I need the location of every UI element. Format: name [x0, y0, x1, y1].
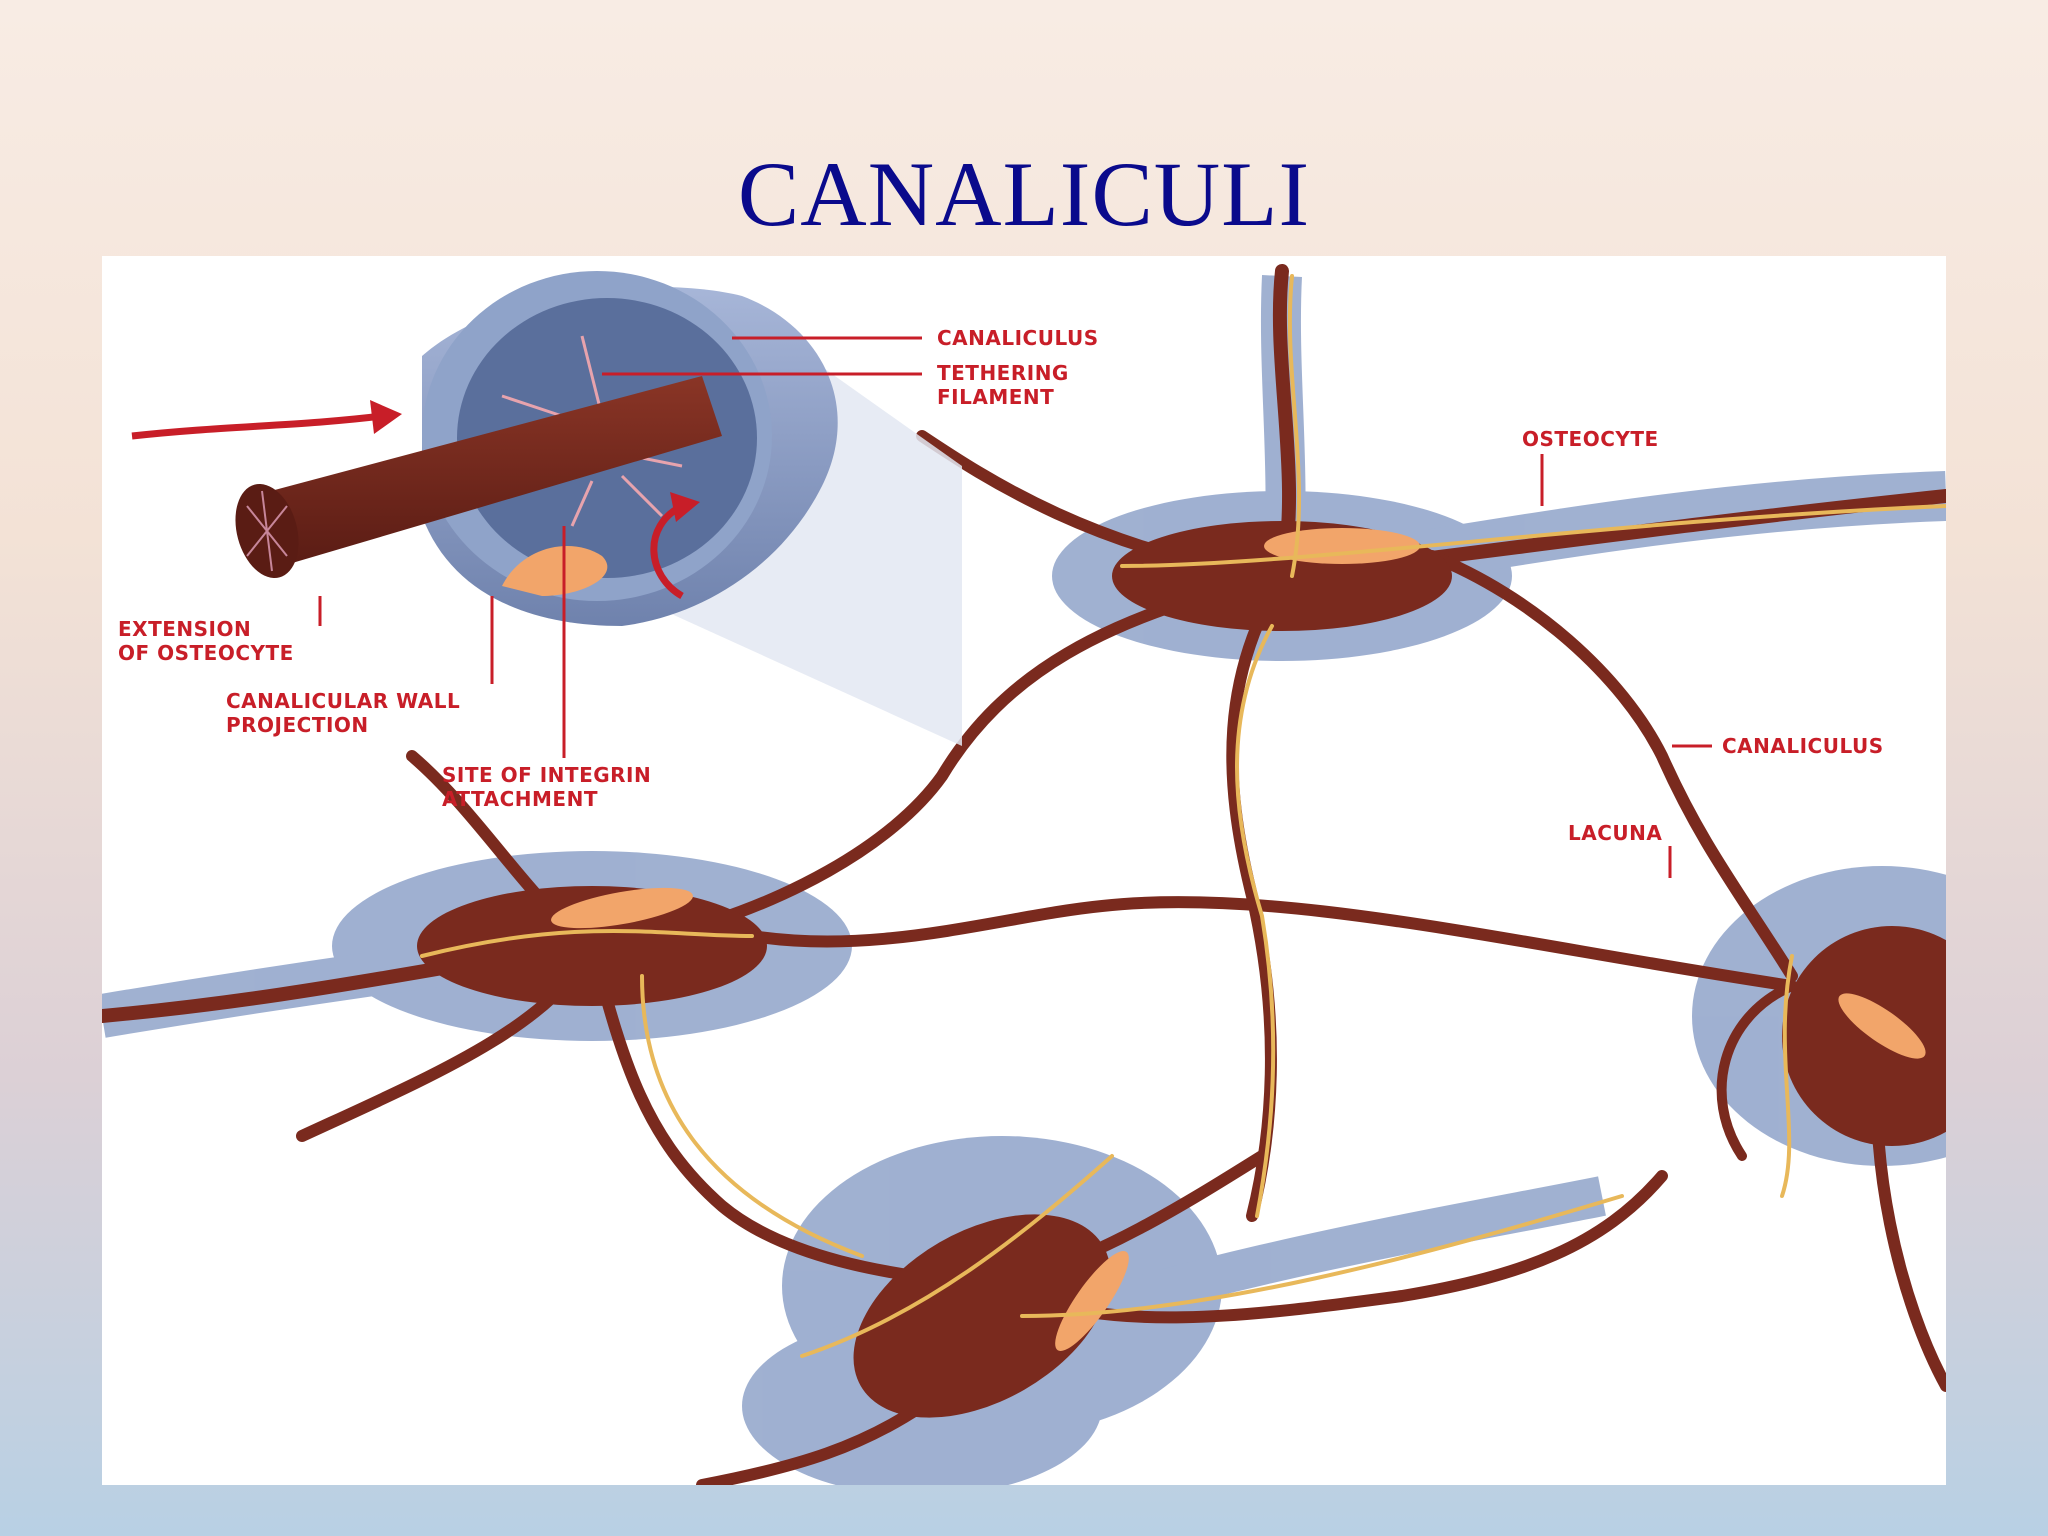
canal-line: [1020, 1194, 1624, 1318]
canal-line: [1780, 954, 1794, 1198]
wall-projection: [502, 546, 608, 596]
osteocyte-bodies: [417, 521, 1946, 1418]
canaliculus-cross-section: [131, 271, 838, 626]
canaliculus: [586, 940, 1008, 1292]
flow-arrow-left-head: [370, 400, 402, 434]
label-wall-line1: CANALICULAR WALL: [226, 689, 460, 713]
label-wall-line2: PROJECTION: [226, 713, 369, 737]
canal-line: [1235, 624, 1276, 1218]
osteocyte-body: [853, 1214, 1111, 1418]
label-canaliculus-right: CANALICULUS: [1722, 734, 1884, 758]
canaliculus: [1716, 981, 1797, 1161]
label-integrin-line2: ATTACHMENT: [442, 787, 598, 811]
label-tethering-line2: FILAMENT: [937, 385, 1054, 409]
nucleus: [551, 887, 693, 929]
nuclei: [551, 528, 1926, 1351]
label-canaliculus-top: CANALICULUS: [937, 326, 1099, 350]
canaliculus: [656, 570, 1288, 942]
canal-line: [640, 974, 864, 1258]
canal-line: [1120, 504, 1946, 568]
callout-labels: CANALICULUS TETHERING FILAMENT OSTEOCYTE…: [118, 326, 1884, 845]
osteocyte-extension-rod: [252, 376, 722, 566]
canal-line: [800, 1154, 1114, 1358]
canal-lines: [420, 274, 1946, 1358]
callout-leaders: [318, 336, 1712, 878]
canaliculus: [746, 896, 1798, 992]
canal-line: [1287, 274, 1302, 578]
canal-line: [420, 929, 754, 958]
flow-arrow-curved: [650, 502, 684, 600]
nucleus: [1055, 1251, 1129, 1351]
label-integrin-line1: SITE OF INTEGRIN: [442, 763, 651, 787]
tethering-filaments: [501, 335, 683, 527]
label-extension-line2: OF OSTEOCYTE: [118, 641, 294, 665]
osteocyte-network-diagram: CANALICULUS TETHERING FILAMENT OSTEOCYTE…: [102, 256, 1946, 1485]
osteocyte-body: [1782, 926, 1946, 1146]
label-extension-line1: EXTENSION: [118, 617, 251, 641]
label-osteocyte: OSTEOCYTE: [1522, 427, 1659, 451]
flow-arrow-curved-head: [670, 492, 700, 522]
canaliculus: [1226, 570, 1288, 1222]
slide-title: CANALICULI: [737, 143, 1311, 245]
flow-arrow-left: [131, 412, 383, 440]
osteocyte-body: [417, 886, 767, 1006]
nucleus: [1838, 993, 1926, 1059]
canaliculus: [696, 1400, 928, 1485]
canaliculus: [1426, 550, 1798, 982]
label-lacuna: LACUNA: [1568, 821, 1662, 845]
rod-cytoskeleton: [246, 490, 288, 572]
label-tethering-line1: TETHERING: [937, 361, 1069, 385]
